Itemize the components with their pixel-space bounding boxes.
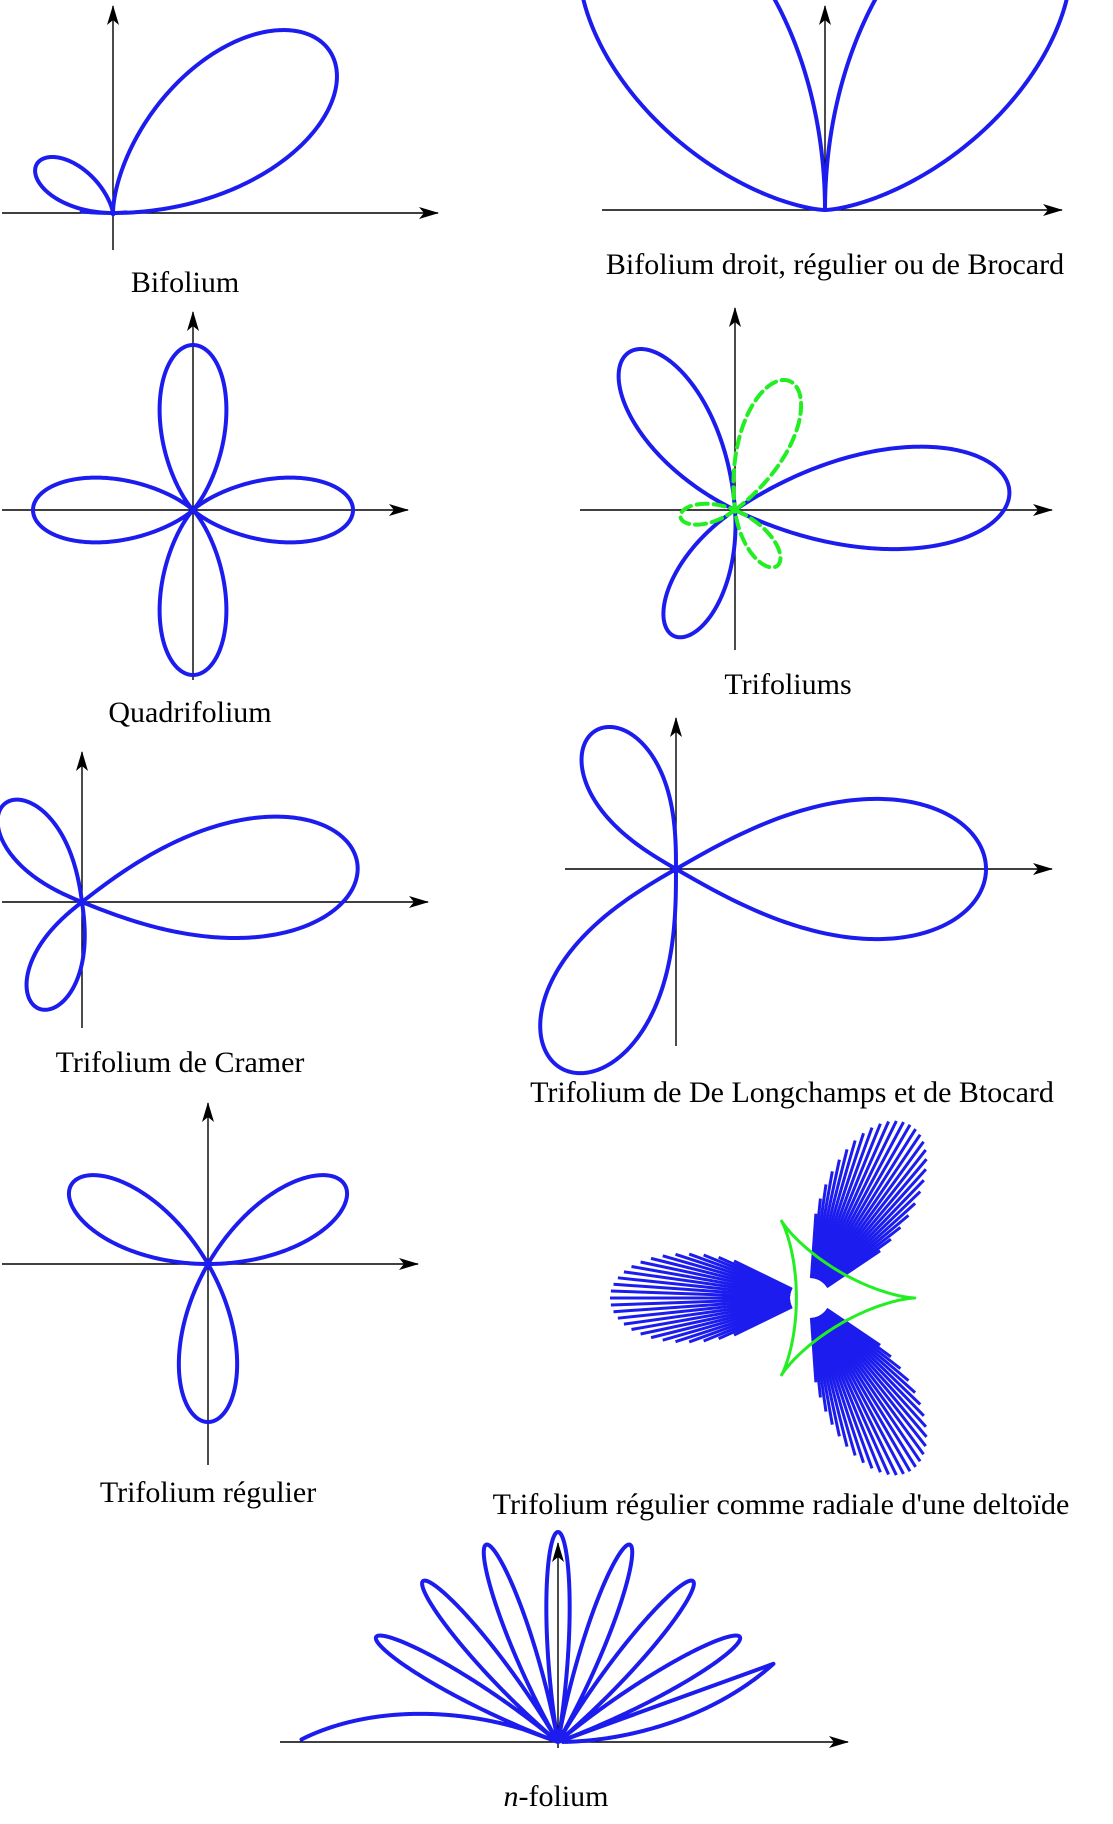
radial-segment — [814, 1316, 865, 1464]
radial-segment — [818, 1314, 905, 1475]
radial-segment — [809, 1213, 818, 1279]
radial-segment — [815, 1127, 874, 1280]
panel-quadrifolium: Quadrifolium — [2, 311, 409, 729]
n-folium-curve — [299, 1530, 776, 1744]
radial-segment — [822, 1168, 928, 1285]
radial-segment — [822, 1311, 928, 1428]
panel-trifolium-cramer: Trifolium de Cramer — [0, 751, 429, 1079]
radial-segment — [631, 1299, 791, 1331]
panel-trifolium-regulier: Trifolium régulier — [2, 1102, 419, 1509]
trifolium-regulier-curve — [66, 1173, 350, 1424]
radial-segment — [816, 1120, 890, 1281]
panel-trifolium-radiale: Trifolium régulier comme radiale d'une d… — [493, 1120, 1070, 1521]
radial-segment — [816, 1315, 882, 1473]
caption-trifolium-cramer: Trifolium de Cramer — [56, 1046, 305, 1079]
caption-bifolium: Bifolium — [131, 266, 239, 299]
radial-segment — [821, 1312, 927, 1448]
radial-segment — [819, 1133, 922, 1283]
panel-n-folium: n-folium — [280, 1530, 849, 1813]
radial-segment — [822, 1311, 925, 1417]
radial-segment — [617, 1298, 791, 1320]
panel-bifolium: Bifolium — [2, 5, 439, 299]
radial-segment — [816, 1123, 882, 1281]
caption-trifolium-longchamps: Trifolium de De Longchamps et de Btocard — [530, 1076, 1054, 1109]
radial-segment — [817, 1120, 898, 1281]
bifolium-droit-curve — [581, 0, 1069, 212]
deltoid-curve — [780, 1219, 917, 1377]
caption-trifolium-radiale: Trifolium régulier comme radiale d'une d… — [493, 1488, 1070, 1521]
radial-segment — [817, 1315, 898, 1476]
radial-segment — [821, 1148, 927, 1284]
radial-segment — [623, 1270, 791, 1297]
radial-segment — [640, 1300, 791, 1336]
trifolium-longchamps-curve — [538, 724, 988, 1076]
radial-segment — [816, 1315, 890, 1476]
radial-segment — [819, 1314, 917, 1468]
radial-segment — [821, 1158, 928, 1284]
radial-segment — [820, 1313, 925, 1456]
radial-segment — [733, 1305, 793, 1337]
radial-segment — [623, 1299, 791, 1326]
radial-segment — [631, 1265, 791, 1297]
radial-segment — [814, 1132, 865, 1280]
radial-segment — [819, 1128, 917, 1282]
panel-bifolium-droit: Bifolium droit, régulier ou de Brocard — [581, 0, 1069, 281]
panel-trifolium-longchamps: Trifolium de De Longchamps et de Btocard — [530, 717, 1054, 1109]
quadrifolium-curve — [31, 343, 355, 677]
radial-segment — [818, 1314, 912, 1472]
radial-segment — [819, 1313, 922, 1463]
caption-trifolium-regulier: Trifolium régulier — [100, 1476, 316, 1509]
radial-segments — [610, 1120, 928, 1476]
caption-quadrifolium: Quadrifolium — [108, 696, 271, 729]
radial-segment — [820, 1140, 925, 1283]
radial-segment — [650, 1301, 791, 1340]
bifolium-curve — [33, 28, 339, 217]
radial-segment — [822, 1179, 925, 1285]
caption-trifoliums: Trifoliums — [724, 668, 851, 701]
radial-segment — [821, 1312, 928, 1438]
radial-segment — [613, 1297, 791, 1314]
radial-segment — [613, 1282, 791, 1299]
caption-n-folium: n-folium — [504, 1780, 609, 1813]
radial-segment — [650, 1256, 791, 1295]
panel-trifoliums: Trifoliums — [580, 307, 1053, 701]
trifolium-curve — [616, 347, 1012, 640]
radial-segment — [610, 1289, 791, 1299]
caption-bifolium-droit: Bifolium droit, régulier ou de Brocard — [606, 248, 1064, 281]
radial-segment — [610, 1297, 791, 1307]
radial-segment — [818, 1121, 905, 1282]
trifolium-dashed-curve — [678, 377, 804, 570]
radial-segment — [818, 1124, 912, 1282]
radial-segment — [617, 1276, 791, 1298]
radial-segment — [815, 1316, 874, 1469]
radial-segment — [640, 1260, 791, 1296]
radial-segment — [814, 1316, 857, 1456]
radial-segment — [814, 1140, 857, 1280]
trifolium-cramer-curve — [0, 797, 360, 1012]
radial-segment — [825, 1307, 881, 1347]
